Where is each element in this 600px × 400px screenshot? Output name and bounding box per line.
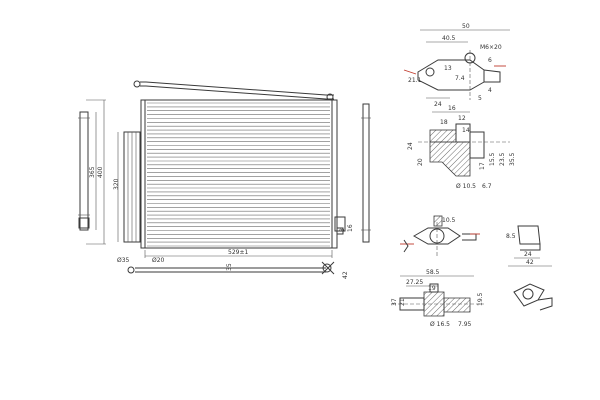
detail-e-isometric [513, 283, 545, 307]
right-small-dim-1: 8 [339, 228, 346, 232]
detail-e-top-dim: 58.5 [426, 269, 440, 276]
svg-text:15.5: 15.5 [489, 152, 496, 166]
detail-d-bracket: 8.5 24 42 [506, 225, 552, 267]
svg-text:14: 14 [462, 127, 470, 134]
svg-text:35.5: 35.5 [509, 152, 516, 166]
svg-text:21: 21 [399, 298, 406, 306]
section-hatched [429, 141, 471, 177]
svg-text:7.4: 7.4 [455, 75, 465, 82]
detail-b-section: 16 24 20 17 15.5 23.5 35.5 18 12 14 Ø 10… [407, 105, 516, 190]
svg-text:5: 5 [478, 95, 482, 102]
core-height-dim: 320 [113, 178, 120, 190]
detail-c-fitting: 10.5 [400, 215, 477, 256]
detail-a-bottom-dim: 24 [434, 101, 442, 108]
detail-a-angle: 21.1 [408, 77, 422, 84]
right-small-dim-2: 16 [347, 224, 354, 232]
detail-a-flange: 50 40.5 M6×20 21.1 13 7.4 6 4 5 24 [408, 23, 510, 108]
svg-text:Ø 10.5: Ø 10.5 [456, 183, 476, 190]
condenser-right-side-view [361, 103, 371, 243]
right-side-profile [362, 103, 370, 243]
svg-text:18: 18 [440, 119, 448, 126]
svg-text:8.5: 8.5 [506, 233, 516, 240]
receiver-drier [79, 111, 89, 231]
svg-text:12: 12 [458, 115, 466, 122]
svg-text:24: 24 [524, 251, 532, 258]
svg-text:6: 6 [488, 57, 492, 64]
right-tank [331, 99, 338, 249]
svg-text:20: 20 [417, 158, 424, 166]
svg-text:24: 24 [407, 142, 414, 150]
svg-text:6.7: 6.7 [482, 183, 492, 190]
svg-text:42: 42 [526, 259, 534, 266]
svg-text:19.5: 19.5 [477, 292, 484, 306]
height-dim-400: 400 [97, 166, 104, 178]
detail-c-dim: 10.5 [442, 217, 456, 224]
svg-text:4: 4 [488, 87, 492, 94]
right-pipe-diameter: Ø20 [152, 257, 165, 264]
detail-b-width: 16 [448, 105, 456, 112]
condenser-left-side-view: 365 400 320 [78, 99, 141, 245]
bracket-block [517, 225, 541, 245]
detail-a-inner-dim: 40.5 [442, 35, 456, 42]
left-pipe-diameter: Ø35 [117, 257, 130, 264]
red-indicator-arrows [403, 65, 506, 235]
bottom-right-dim: 42 [342, 271, 349, 279]
svg-text:37: 37 [391, 298, 398, 306]
svg-text:23.5: 23.5 [499, 152, 506, 166]
detail-e-section: 58.5 27.25 19 37 21 19.5 Ø 16.5 7.95 [391, 269, 553, 328]
svg-text:19: 19 [428, 285, 436, 292]
mounting-bracket [334, 216, 346, 232]
detail-a-thread: M6×20 [480, 44, 502, 51]
bottom-right-fitting [322, 263, 332, 273]
top-pipe [140, 81, 334, 96]
top-pipe-fitting [133, 80, 141, 88]
bottom-small-dim: 35 [226, 263, 233, 271]
svg-text:7.95: 7.95 [458, 321, 472, 328]
width-dimension: 529±1 [228, 249, 248, 256]
left-tank [140, 99, 146, 249]
svg-text:Ø 16.5: Ø 16.5 [430, 321, 450, 328]
detail-a-top-dim: 50 [462, 23, 470, 30]
bottom-left-fitting [127, 266, 135, 274]
condenser-front-view: 529±1 Ø35 Ø20 35 42 8 16 [117, 80, 354, 279]
svg-text:13: 13 [444, 65, 452, 72]
svg-text:17: 17 [479, 162, 486, 170]
svg-text:27.25: 27.25 [406, 279, 423, 286]
height-dim-365: 365 [89, 166, 96, 178]
condenser-tubes [147, 102, 330, 247]
